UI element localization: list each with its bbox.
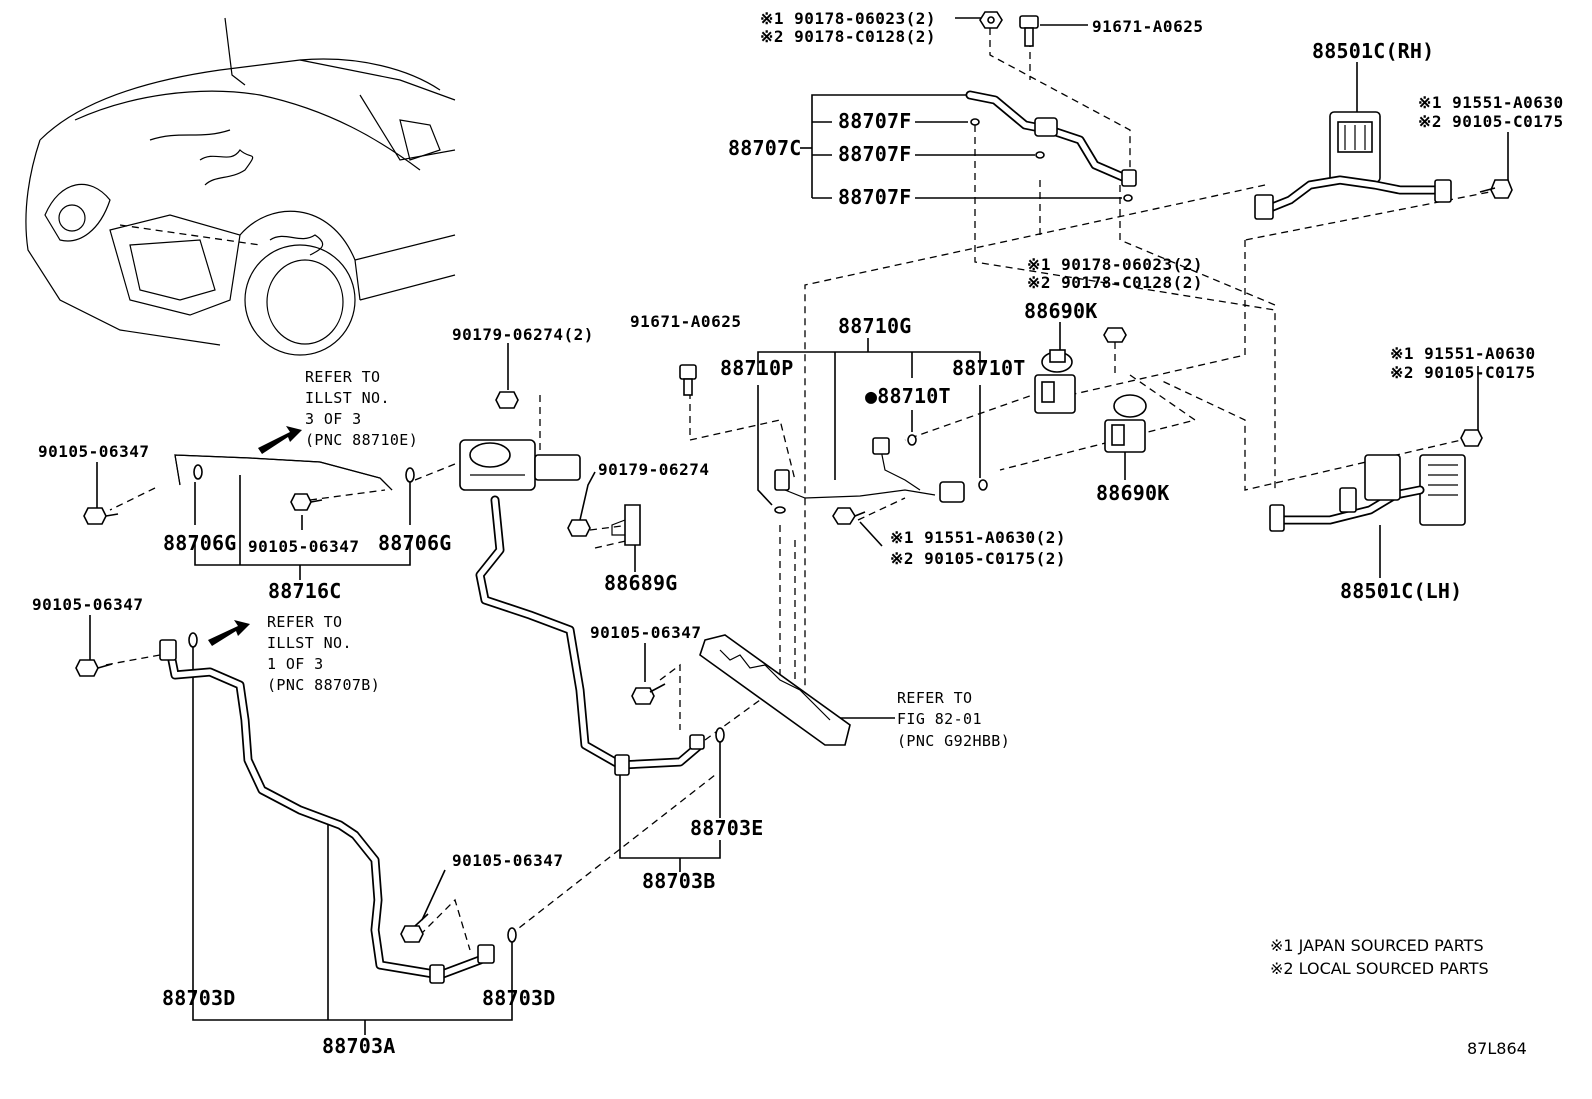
label-88710t-bullet: ●88710T <box>865 384 951 408</box>
note-local-sourced: ※2 LOCAL SOURCED PARTS <box>1270 959 1489 978</box>
label-90179-top: 90179-06274(2) <box>452 325 594 344</box>
nut-icon <box>979 11 1003 29</box>
clip-88689g <box>611 504 641 546</box>
hose-88703a <box>159 632 517 984</box>
bolt-icon <box>75 659 113 677</box>
label-88501c-lh: 88501C(LH) <box>1340 579 1462 603</box>
illustration-id: 87L864 <box>1467 1039 1527 1058</box>
label-90178-a1: ※1 90178-06023(2) <box>760 9 936 28</box>
label-90105-lh: ※2 90105-C0175 <box>1390 363 1536 382</box>
bolt-icon <box>679 364 697 396</box>
ref3-line2: FIG 82-01 <box>897 710 982 728</box>
harness-88710g <box>774 434 988 514</box>
hose-88703b <box>475 495 725 776</box>
label-90105-c: 90105-06347 <box>32 595 143 614</box>
bolt-icon <box>832 507 866 525</box>
valve-block <box>459 439 581 491</box>
bolt-icon <box>1479 179 1513 199</box>
label-88703d-right: 88703D <box>482 986 555 1010</box>
label-90105-a: 90105-06347 <box>38 442 149 461</box>
vehicle-illustration <box>25 17 456 356</box>
label-88710t-right: 88710T <box>952 356 1025 380</box>
valve-88690k-lower <box>1104 394 1147 453</box>
ref1-line1: REFER TO <box>305 368 380 386</box>
bolt-icon <box>400 913 429 943</box>
label-91551-mid: ※1 91551-A0630(2) <box>890 528 1066 547</box>
ref1-line2: ILLST NO. <box>305 389 390 407</box>
label-88716c: 88716C <box>268 579 341 603</box>
nut-icon <box>567 519 591 537</box>
bolt-icon <box>83 507 119 525</box>
label-88707f-1: 88707F <box>838 109 911 133</box>
label-88706g-right: 88706G <box>378 531 451 555</box>
label-90105-d: 90105-06347 <box>590 623 701 642</box>
label-90105-rh: ※2 90105-C0175 <box>1418 112 1564 131</box>
label-90105-mid: ※2 90105-C0175(2) <box>890 549 1066 568</box>
label-91671-mid: 91671-A0625 <box>630 312 741 331</box>
reference-note-3: REFER TO FIG 82-01 (PNC G92HBB) <box>897 689 1010 750</box>
label-90105-e: 90105-06347 <box>452 851 563 870</box>
bolt-icon <box>631 683 666 705</box>
label-90105-b: 90105-06347 <box>248 537 359 556</box>
label-88710p: 88710P <box>720 356 793 380</box>
label-88703a: 88703A <box>322 1034 395 1058</box>
bolt-icon <box>1019 15 1039 47</box>
label-88706g-left: 88706G <box>163 531 236 555</box>
label-90178-b1: ※1 90178-06023(2) <box>1027 255 1203 274</box>
sourcing-legend: ※1 JAPAN SOURCED PARTS ※2 LOCAL SOURCED … <box>1270 936 1489 978</box>
bracket-88707c <box>965 90 1137 202</box>
pipe-88716c <box>174 454 415 491</box>
label-88689g: 88689G <box>604 571 677 595</box>
nut-icon <box>1103 327 1127 343</box>
ref3-line3: (PNC G92HBB) <box>897 732 1010 750</box>
sensor-88501c-lh <box>1269 454 1466 532</box>
label-88703e: 88703E <box>690 816 763 840</box>
part-labels: ※1 90178-06023(2) ※2 90178-C0128(2) 9167… <box>32 9 1564 1058</box>
ref2-line4: (PNC 88707B) <box>267 676 380 694</box>
ref1-line4: (PNC 88710E) <box>305 431 418 449</box>
nut-icon <box>495 391 519 409</box>
ref1-line3: 3 OF 3 <box>305 410 362 428</box>
label-88690k-top: 88690K <box>1024 299 1097 323</box>
label-88707f-3: 88707F <box>838 185 911 209</box>
bolt-icon <box>290 493 323 511</box>
sensor-88501c-rh <box>1254 111 1452 220</box>
label-90179-mid: 90179-06274 <box>598 460 709 479</box>
label-88501c-rh: 88501C(RH) <box>1312 39 1434 63</box>
reference-note-1: REFER TO ILLST NO. 3 OF 3 (PNC 88710E) <box>305 368 418 449</box>
label-91551-lh: ※1 91551-A0630 <box>1390 344 1536 363</box>
leader-lines <box>89 17 1509 1035</box>
ref2-line3: 1 OF 3 <box>267 655 324 673</box>
reference-note-2: REFER TO ILLST NO. 1 OF 3 (PNC 88707B) <box>267 613 380 694</box>
bolt-icon <box>1460 429 1483 447</box>
label-88703b: 88703B <box>642 869 715 893</box>
label-88690k-bottom: 88690K <box>1096 481 1169 505</box>
label-91671-top: 91671-A0625 <box>1092 17 1203 36</box>
ref2-line1: REFER TO <box>267 613 342 631</box>
valve-88690k-upper <box>1034 349 1076 414</box>
label-91551-rh: ※1 91551-A0630 <box>1418 93 1564 112</box>
arrow-icon <box>208 620 250 646</box>
ref3-line1: REFER TO <box>897 689 972 707</box>
label-88710g: 88710G <box>838 314 911 338</box>
label-90178-b2: ※2 90178-C0128(2) <box>1027 273 1203 292</box>
module-bracket <box>699 634 851 746</box>
arrow-icon <box>258 426 302 454</box>
label-88707f-2: 88707F <box>838 142 911 166</box>
ref2-line2: ILLST NO. <box>267 634 352 652</box>
note-japan-sourced: ※1 JAPAN SOURCED PARTS <box>1270 936 1484 955</box>
label-90178-a2: ※2 90178-C0128(2) <box>760 27 936 46</box>
label-88707c: 88707C <box>728 136 801 160</box>
label-88703d-left: 88703D <box>162 986 235 1010</box>
